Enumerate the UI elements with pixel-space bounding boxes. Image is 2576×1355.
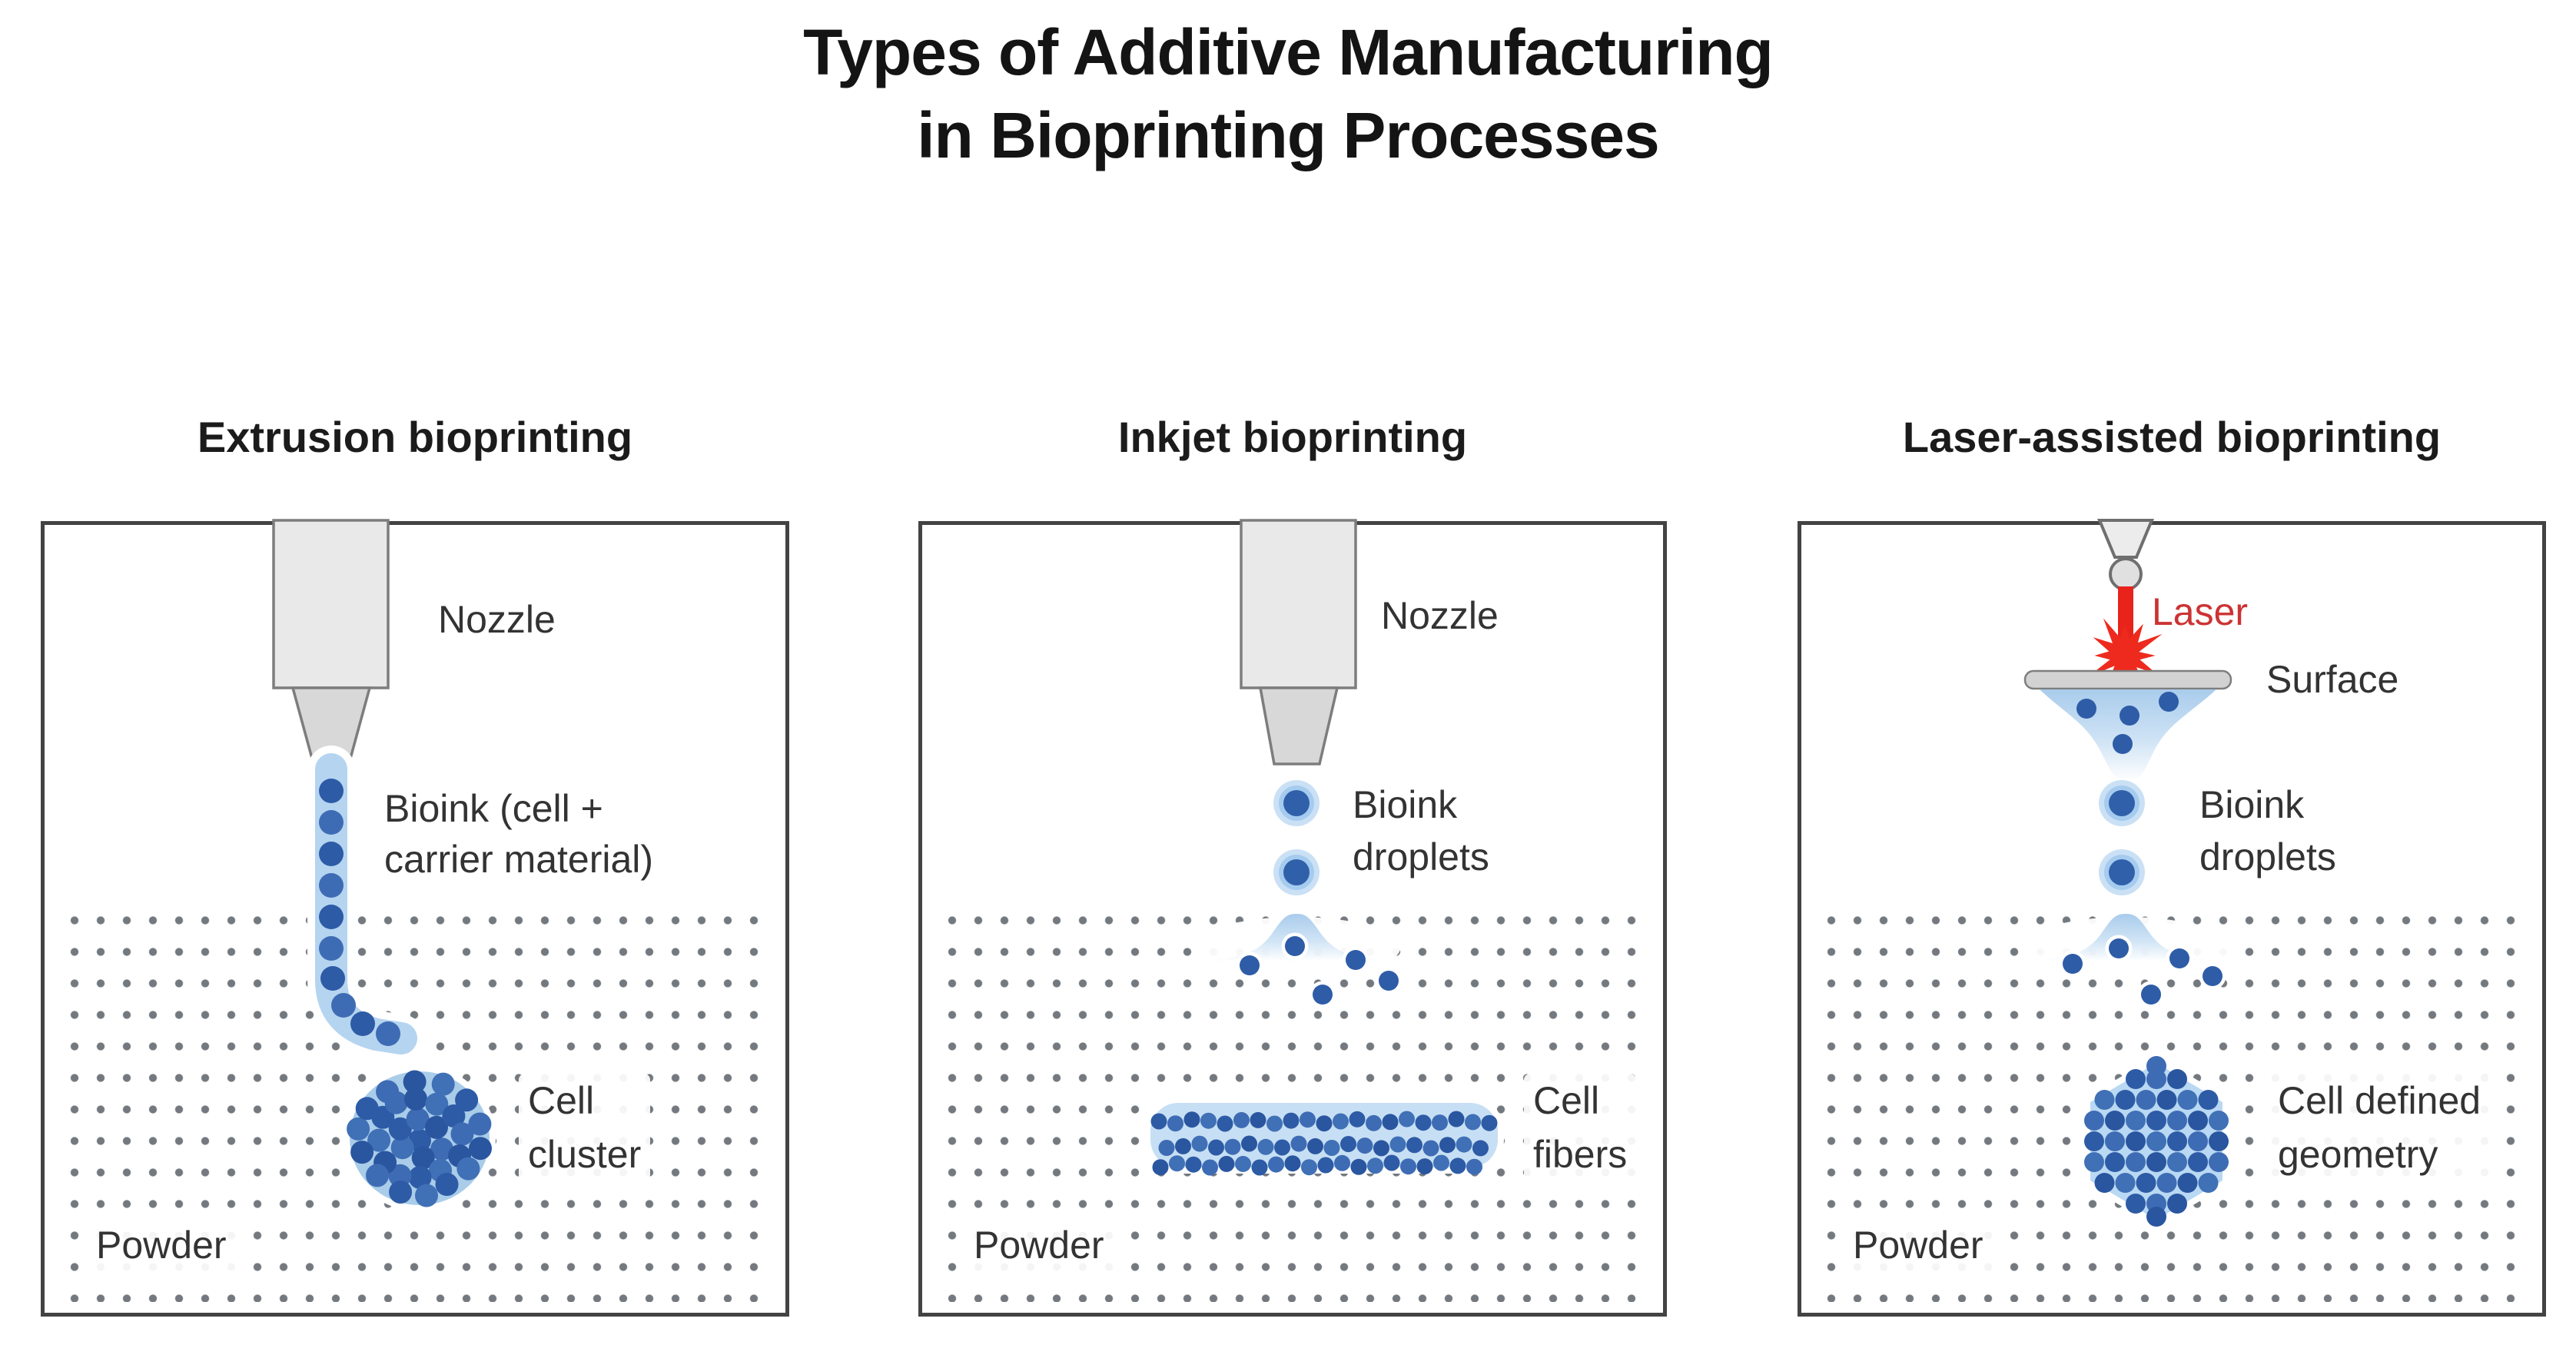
panel-header-laser: Laser-assisted bioprinting bbox=[1902, 413, 2442, 461]
cell-fibers-label: Cell fibers bbox=[1524, 1074, 1637, 1181]
panel-laser: Laser Surface Bioink droplets Cell defin… bbox=[1798, 519, 2546, 1317]
cell-geometry-graphic bbox=[2084, 1055, 2229, 1227]
panel-header-inkjet: Inkjet bioprinting bbox=[1117, 413, 1468, 461]
powder-label: Powder bbox=[1844, 1218, 1993, 1272]
powder-label: Powder bbox=[87, 1218, 236, 1272]
bioink-droplet-icon bbox=[2099, 780, 2145, 895]
cell-cluster-graphic bbox=[344, 1065, 496, 1211]
laser-emitter-icon bbox=[2097, 519, 2154, 591]
bioink-stream bbox=[307, 746, 425, 1062]
laser-burst-icon bbox=[2087, 618, 2163, 693]
laser-label: Laser bbox=[2152, 590, 2249, 633]
extrusion-graphic bbox=[272, 519, 496, 1211]
nozzle-icon bbox=[272, 519, 390, 766]
bioink-label: Bioink (cell + carrier material) bbox=[384, 787, 654, 881]
cell-cluster-label: Cell cluster bbox=[519, 1074, 651, 1181]
page-title: Types of Additive Manufacturing in Biopr… bbox=[0, 11, 2576, 177]
panel-extrusion: Nozzle Bioink (cell + carrier material) … bbox=[41, 519, 789, 1317]
panel-header-extrusion: Extrusion bioprinting bbox=[197, 413, 633, 461]
surface-bar bbox=[2023, 669, 2232, 690]
mist-graphic bbox=[2040, 689, 2216, 782]
page-title-line2: in Bioprinting Processes bbox=[917, 99, 1660, 171]
nozzle-label: Nozzle bbox=[1381, 594, 1499, 637]
cell-fibers-graphic bbox=[1144, 1097, 1504, 1176]
splash-graphic bbox=[2022, 914, 2229, 1008]
bioink-droplet-icon bbox=[1273, 780, 1320, 895]
page-title-line1: Types of Additive Manufacturing bbox=[803, 16, 1774, 88]
bioink-droplets-label: Bioink droplets bbox=[2199, 783, 2336, 878]
inkjet-graphic bbox=[1144, 519, 1504, 1176]
laser-graphic bbox=[2022, 519, 2232, 1227]
surface-label: Surface bbox=[2266, 658, 2399, 701]
panel-inkjet: Nozzle Bioink droplets Cell fibers Powde… bbox=[918, 519, 1667, 1317]
powder-label: Powder bbox=[964, 1218, 1114, 1272]
bioink-droplets-label: Bioink droplets bbox=[1353, 783, 1489, 878]
cell-geometry-label: Cell defined geometry bbox=[2269, 1074, 2491, 1181]
splash-graphic bbox=[1193, 914, 1403, 1008]
nozzle-label: Nozzle bbox=[438, 598, 556, 641]
nozzle-icon bbox=[1240, 519, 1357, 766]
